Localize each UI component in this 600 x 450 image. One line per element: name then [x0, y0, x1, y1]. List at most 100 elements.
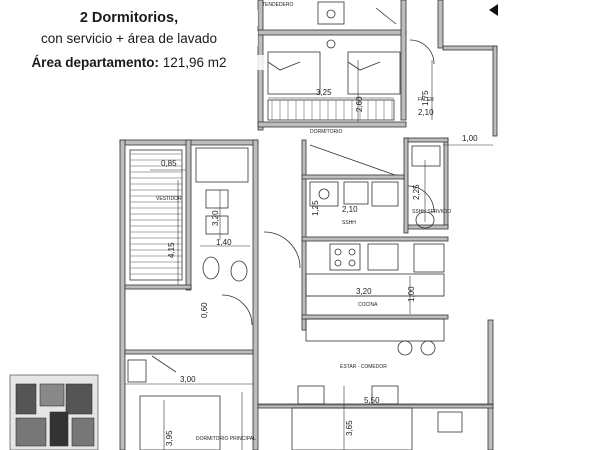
ramp-line: [309, 144, 396, 176]
dim-label: 3,25: [316, 88, 332, 97]
dim-label: 1,00: [407, 286, 416, 302]
wall: [124, 349, 254, 355]
shower: [195, 147, 249, 183]
toilet: [202, 256, 220, 280]
fixtures: [127, 1, 463, 450]
room-labels: TENDEDERO DORMITORIO FALER VESTIDOR SSHH…: [156, 2, 451, 442]
room-label: DORMITORIO: [310, 129, 343, 135]
dim-label: 0,60: [200, 302, 209, 318]
wall: [487, 319, 494, 450]
dim-label: 4,15: [167, 242, 176, 258]
burner: [334, 248, 342, 256]
sink: [411, 145, 441, 167]
room-label: SSHH SERVICIO: [412, 209, 451, 215]
dimension-labels: 3,25 2,60 1,75 2,10 1,00 0,85 4,15 3,20 …: [161, 88, 478, 446]
chair: [371, 385, 399, 405]
bed-left: [267, 51, 321, 95]
dining-table: [291, 407, 413, 450]
area-value: 121,96 m2: [162, 55, 227, 70]
sink: [309, 181, 339, 207]
dim-label: 0,85: [161, 159, 177, 168]
key-plan-block: [15, 383, 37, 415]
wall: [124, 284, 192, 290]
room-label: VESTIDOR: [156, 196, 182, 202]
key-plan-block: [39, 383, 65, 407]
bed-sheet: [267, 61, 301, 71]
stove: [329, 243, 361, 271]
burner: [334, 259, 342, 267]
wall: [403, 137, 449, 143]
key-plan-block: [15, 417, 47, 447]
light-fixture: [326, 39, 336, 49]
island: [305, 318, 445, 342]
dim-label: 1,40: [216, 238, 232, 247]
area-label: Área departamento:: [31, 55, 159, 70]
key-plan: [9, 374, 99, 450]
wall: [301, 236, 449, 242]
dim-label: 1,75: [421, 90, 430, 106]
drain: [326, 9, 336, 19]
counter: [305, 273, 445, 297]
chair: [297, 385, 325, 405]
fridge: [413, 243, 445, 273]
wall: [119, 139, 126, 450]
dim-label: 1,00: [462, 134, 478, 143]
kitchen-sink: [367, 243, 399, 271]
room-label: DORMITORIO PRINCIPAL: [196, 436, 256, 442]
bed-master: [139, 395, 221, 450]
room-label: SSHH: [342, 220, 356, 226]
wall: [301, 139, 307, 331]
burner: [348, 248, 356, 256]
key-plan-block: [49, 411, 69, 447]
wall: [301, 174, 405, 180]
hatching: [130, 100, 393, 275]
dim-label: 2,10: [418, 108, 434, 117]
area-summary: Área departamento: 121,96 m2: [0, 55, 264, 70]
bed-right: [347, 51, 401, 95]
dim-label: 5,50: [364, 396, 380, 405]
sink: [205, 189, 229, 209]
dim-label: 2,25: [412, 184, 421, 200]
dim-label: 2,60: [355, 96, 364, 112]
door-leaf: [151, 355, 177, 373]
wall: [437, 0, 444, 49]
dim-label: 3,00: [180, 375, 196, 384]
key-plan-block: [71, 417, 95, 447]
wall: [403, 137, 409, 234]
toilet-box: [343, 181, 369, 205]
plan-subtitle: con servicio + área de lavado: [0, 31, 258, 46]
shower-tray: [371, 181, 399, 207]
drain: [318, 188, 330, 200]
room-label: FALER: [418, 97, 434, 103]
walls: [119, 0, 498, 450]
wall: [403, 224, 449, 230]
sink: [205, 215, 229, 235]
wall: [185, 139, 192, 291]
armchair: [437, 411, 463, 433]
room-label: TENDEDERO: [262, 2, 294, 8]
room-label: ESTAR - COMEDOR: [340, 364, 387, 370]
door-swing: [375, 7, 397, 25]
dim-label: 3,65: [345, 420, 354, 436]
closet: [129, 149, 183, 281]
wash-basin: [317, 1, 345, 25]
stool: [397, 340, 413, 356]
dim-label: 1,25: [311, 200, 320, 216]
wall: [252, 139, 259, 450]
bed-sheet: [347, 61, 381, 71]
wall: [257, 29, 407, 36]
dim-label: 3,20: [356, 287, 372, 296]
wall: [301, 314, 449, 320]
nightstand: [127, 359, 147, 383]
burner: [348, 259, 356, 267]
dim-label: 3,20: [211, 210, 220, 226]
dim-label: 3,95: [165, 430, 174, 446]
door-swing: [221, 294, 253, 326]
door-swing: [407, 185, 435, 213]
door-swing: [263, 231, 301, 269]
wall: [442, 45, 498, 51]
plan-title: 2 Dormitorios,: [0, 10, 258, 26]
play-left-icon[interactable]: [489, 4, 498, 16]
room-label: COCINA: [358, 302, 378, 308]
